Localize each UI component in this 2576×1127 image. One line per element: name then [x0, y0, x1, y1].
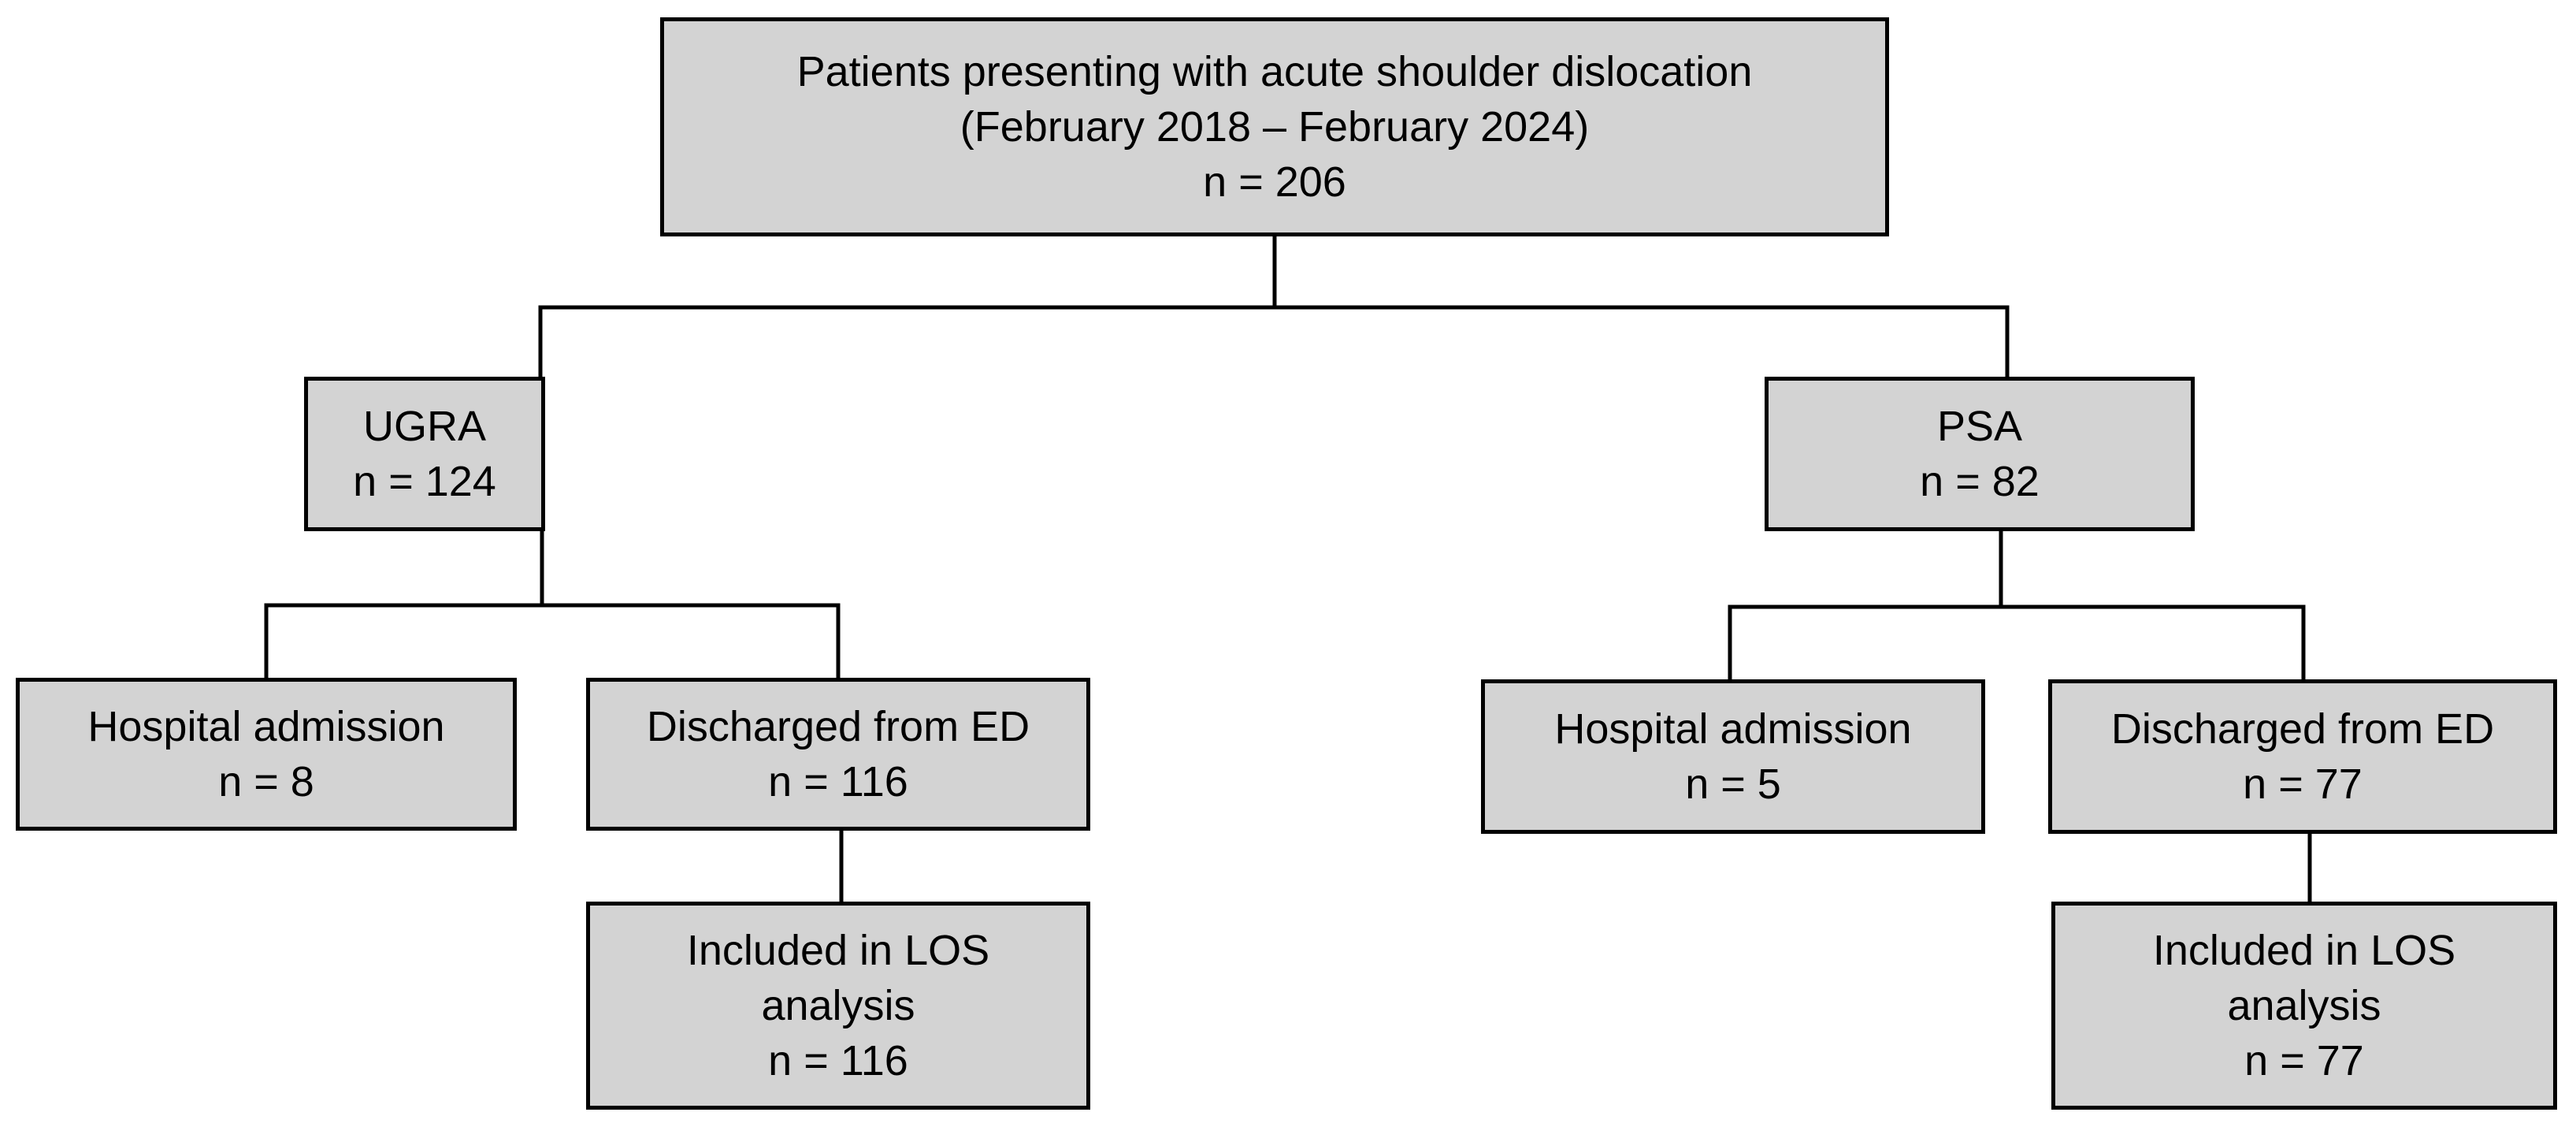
- psa-admission-count: n = 5: [1685, 761, 1781, 808]
- psa-los-line1: Included in LOS: [2152, 927, 2456, 974]
- ugra-admission-label: Hospital admission: [87, 703, 445, 750]
- ugra-discharged-count: n = 116: [768, 758, 908, 805]
- psa-los-line2: analysis: [2227, 982, 2381, 1029]
- ugra-admission-count: n = 8: [218, 758, 314, 805]
- box-ugra-los-analysis: Included in LOS analysis n = 116: [586, 902, 1090, 1110]
- root-count: n = 206: [1203, 158, 1346, 206]
- box-psa-discharged-from-ed: Discharged from ED n = 77: [2048, 679, 2557, 834]
- box-psa: PSA n = 82: [1765, 377, 2195, 531]
- box-psa-hospital-admission: Hospital admission n = 5: [1481, 679, 1985, 834]
- ugra-los-count: n = 116: [768, 1037, 908, 1084]
- box-ugra-discharged-from-ed: Discharged from ED n = 116: [586, 678, 1090, 831]
- psa-discharged-count: n = 77: [2243, 761, 2363, 808]
- ugra-discharged-label: Discharged from ED: [646, 703, 1030, 750]
- ugra-los-line2: analysis: [761, 982, 915, 1029]
- ugra-label: UGRA: [362, 403, 486, 450]
- box-ugra-hospital-admission: Hospital admission n = 8: [16, 678, 517, 831]
- psa-discharged-label: Discharged from ED: [2110, 705, 2495, 753]
- psa-los-count: n = 77: [2244, 1037, 2364, 1084]
- box-psa-los-analysis: Included in LOS analysis n = 77: [2051, 902, 2557, 1110]
- psa-count: n = 82: [1920, 458, 2040, 505]
- ugra-count: n = 124: [353, 458, 496, 505]
- psa-admission-label: Hospital admission: [1554, 705, 1912, 753]
- root-title-line1: Patients presenting with acute shoulder …: [796, 48, 1753, 95]
- psa-label: PSA: [1936, 403, 2023, 450]
- box-ugra: UGRA n = 124: [304, 377, 545, 531]
- box-all-patients: Patients presenting with acute shoulder …: [660, 17, 1889, 236]
- ugra-los-line1: Included in LOS: [686, 927, 990, 974]
- root-date-range: (February 2018 – February 2024): [960, 103, 1590, 151]
